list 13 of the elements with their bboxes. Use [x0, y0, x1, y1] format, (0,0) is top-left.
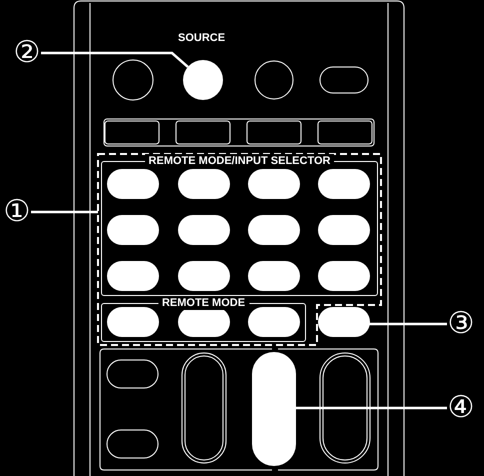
group-heading: REMOTE MODE	[158, 296, 250, 310]
button-label: SOURCE	[178, 31, 226, 45]
callout-number: ②	[12, 38, 42, 68]
callout-number: ③	[446, 309, 476, 339]
leader-line	[41, 52, 189, 68]
oval-button	[252, 352, 296, 466]
oval-button	[318, 307, 370, 337]
round-button	[183, 60, 223, 100]
callout-number: ①	[2, 197, 32, 227]
callout-number: ④	[446, 393, 476, 423]
leader-line	[31, 210, 98, 214]
leader-line	[295, 406, 447, 410]
leader-line	[369, 322, 447, 326]
